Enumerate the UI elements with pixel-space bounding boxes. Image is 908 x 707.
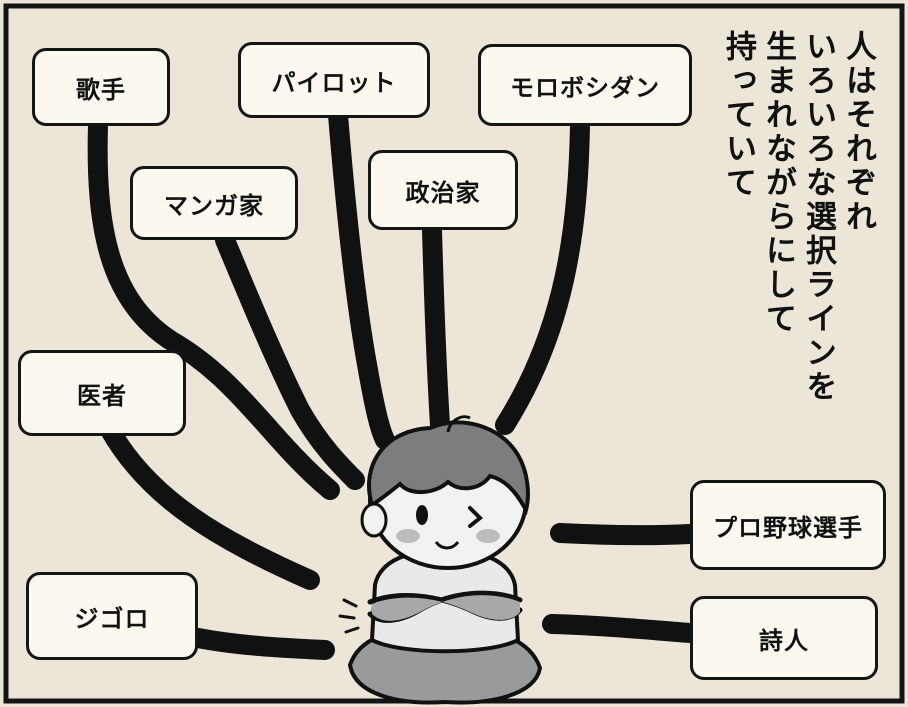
motion-marks	[338, 598, 360, 634]
career-label-pilot: パイロット	[271, 68, 397, 97]
career-label-singer: 歌手	[76, 75, 126, 104]
career-label-morobosi-dan: モロボシダン	[510, 73, 660, 102]
career-label-manga-artist: マンガ家	[164, 191, 264, 220]
narration-line-3: 生まれながらにして	[760, 30, 796, 336]
narration-text: 人はそれぞれ いろいろな選択ラインを 生まれながらにして 持っていて	[718, 30, 878, 450]
line-manga-artist	[215, 230, 365, 490]
character-hair-cowlick	[446, 415, 471, 433]
narration-line-1: 人はそれぞれ	[840, 30, 876, 234]
character-eye-right	[468, 506, 483, 528]
line-doctor	[100, 420, 320, 590]
character-eye-left	[416, 505, 428, 525]
character-mouth	[434, 541, 460, 550]
line-politician	[422, 220, 450, 435]
career-label-gigolo: ジゴロ	[74, 604, 150, 633]
line-pro-baseball	[550, 523, 700, 546]
career-box-politician: 政治家	[368, 150, 518, 230]
career-label-pro-baseball: プロ野球選手	[713, 513, 863, 542]
character-hair	[367, 420, 530, 516]
career-label-doctor: 医者	[77, 381, 127, 410]
career-box-pro-baseball: プロ野球選手	[690, 480, 886, 570]
narration-line-2: いろいろな選択ラインを	[800, 30, 836, 404]
career-box-singer: 歌手	[32, 48, 170, 126]
career-box-doctor: 医者	[18, 350, 186, 436]
character-cheek-right	[476, 529, 500, 543]
career-box-pilot: パイロット	[238, 42, 430, 118]
line-poet	[542, 614, 700, 643]
career-box-gigolo: ジゴロ	[26, 572, 198, 660]
character-cheek-left	[396, 529, 420, 543]
line-morobosi-dan	[495, 115, 590, 435]
line-singer	[87, 115, 340, 500]
career-label-poet: 詩人	[759, 626, 809, 655]
career-label-politician: 政治家	[405, 178, 481, 207]
career-box-poet: 詩人	[690, 596, 878, 680]
narration-line-4: 持っていて	[720, 30, 756, 200]
line-gigolo	[188, 628, 335, 660]
character-arm-fill	[372, 595, 520, 621]
line-pilot	[328, 105, 395, 450]
character-ear	[360, 502, 388, 538]
career-box-manga-artist: マンガ家	[130, 166, 298, 240]
career-box-morobosi-dan: モロボシダン	[478, 44, 692, 126]
child-character-illustration	[338, 415, 543, 705]
